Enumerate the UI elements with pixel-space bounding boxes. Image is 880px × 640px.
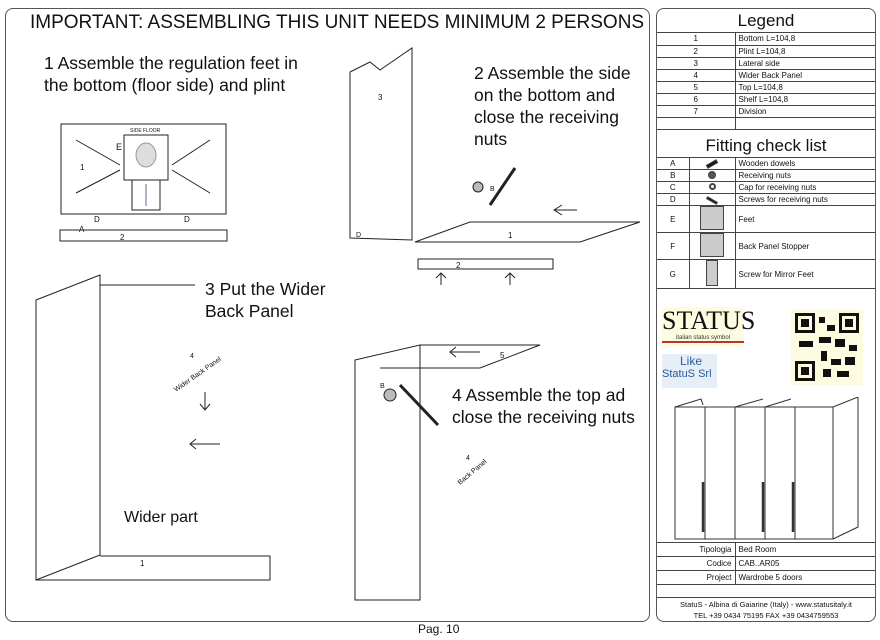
instructions-panel bbox=[5, 8, 650, 622]
svg-text:Wider part: Wider part bbox=[124, 509, 198, 526]
dowel-icon bbox=[705, 159, 719, 169]
svg-text:4: 4 bbox=[466, 455, 470, 462]
svg-text:D: D bbox=[356, 232, 361, 239]
svg-text:1: 1 bbox=[508, 231, 513, 240]
company-phone: TEL +39 0434 75195 FAX +39 0434759553 bbox=[693, 611, 839, 620]
company-address: StatuS - Albina di Gaiarine (Italy) - ww… bbox=[679, 600, 852, 609]
step-4-drawing: 5 B 4 Back Panel bbox=[354, 344, 541, 601]
step-1-drawing: SIDE FLOOR E 1 2 A D D bbox=[59, 123, 228, 242]
screw-icon bbox=[706, 196, 718, 205]
page-title: IMPORTANT: ASSEMBLING THIS UNIT NEEDS MI… bbox=[30, 12, 645, 33]
svg-text:Back Panel: Back Panel bbox=[457, 458, 489, 486]
step-4-text: 4 Assemble the top ad close the receivin… bbox=[452, 385, 635, 427]
step-2-text: 2 Assemble the side on the bottom and cl… bbox=[474, 63, 631, 149]
svg-text:3: 3 bbox=[378, 93, 383, 102]
step-2-drawing: 3 1 2 B D bbox=[349, 47, 641, 285]
svg-text:SIDE FLOOR: SIDE FLOOR bbox=[130, 128, 161, 134]
svg-text:4: 4 bbox=[190, 353, 194, 360]
svg-text:5: 5 bbox=[500, 351, 505, 360]
facebook-like-badge[interactable]: Like StatuS Srl bbox=[662, 354, 717, 388]
company-footer: StatuS - Albina di Gaiarine (Italy) - ww… bbox=[657, 597, 875, 621]
stopper-icon bbox=[700, 233, 724, 257]
qr-code[interactable] bbox=[791, 309, 863, 385]
mirror-screw-icon bbox=[706, 260, 718, 286]
status-logo[interactable]: STATUS italian status symbol bbox=[662, 307, 755, 347]
wardrobe-illustration bbox=[674, 397, 859, 540]
fitting-title: Fitting check list bbox=[657, 130, 875, 158]
svg-text:A: A bbox=[79, 225, 85, 234]
svg-text:2: 2 bbox=[456, 261, 461, 270]
svg-text:1: 1 bbox=[80, 163, 85, 172]
step-3-text: 3 Put the Wider Back Panel bbox=[205, 279, 326, 321]
svg-text:B: B bbox=[490, 186, 495, 193]
step-3-drawing: 1 4 Wider Back Panel Wider part bbox=[35, 274, 271, 581]
step-1-text: 1 Assemble the regulation feet in the bo… bbox=[44, 53, 298, 95]
cap-icon bbox=[708, 183, 716, 190]
svg-text:D: D bbox=[94, 215, 100, 224]
svg-text:D: D bbox=[184, 215, 190, 224]
svg-text:Wider Back Panel: Wider Back Panel bbox=[173, 356, 223, 394]
feet-icon bbox=[700, 206, 724, 230]
svg-text:E: E bbox=[116, 142, 122, 152]
svg-text:1: 1 bbox=[140, 559, 145, 568]
receiving-nut-icon bbox=[708, 170, 716, 179]
svg-text:B: B bbox=[380, 383, 385, 390]
page-number: Pag. 10 bbox=[418, 622, 460, 636]
svg-text:2: 2 bbox=[120, 233, 125, 242]
legend-title: Legend bbox=[657, 9, 875, 33]
table-row bbox=[657, 117, 875, 130]
assembly-drawings: SIDE FLOOR E 1 2 A D D 3 1 2 B D 1 4 Wid… bbox=[35, 47, 641, 601]
